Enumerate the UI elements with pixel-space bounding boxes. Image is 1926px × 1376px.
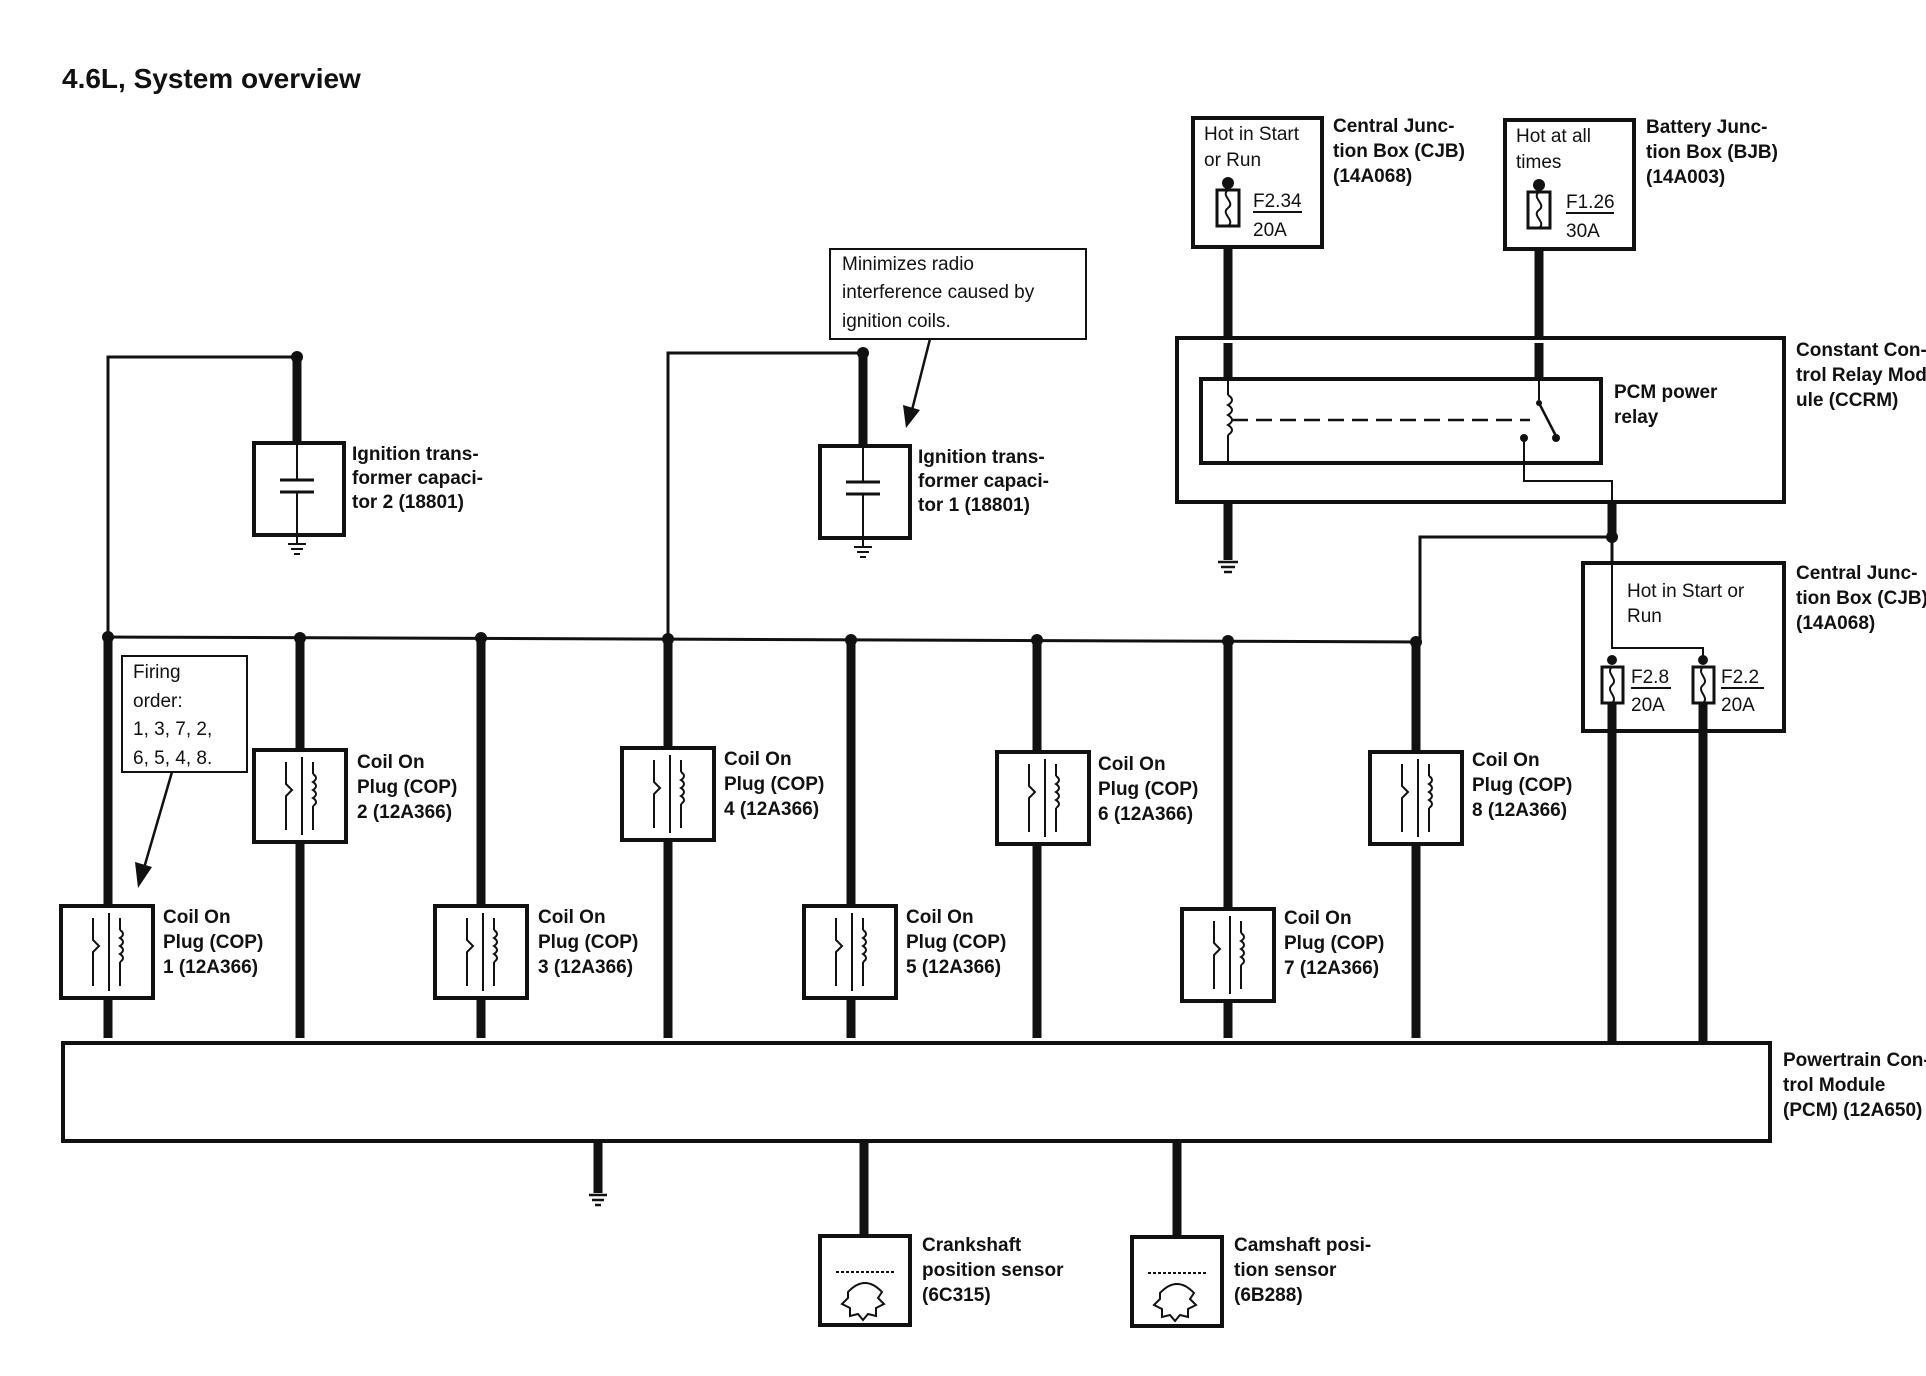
cjb-right-condition: Hot in Start or Run (1627, 581, 1750, 627)
coil-on-plug-4: Coil On Plug (COP) 4 (12A366) (620, 746, 830, 842)
gear-icon (840, 1282, 886, 1322)
coil-1-label: Coil On Plug (COP) 1 (12A366) (163, 907, 269, 978)
fuse-f1-26: F1.26 30A (1566, 192, 1620, 242)
ignition-capacitor-2: Ignition trans- former capaci- tor 2 (18… (106, 351, 488, 637)
capacitor-1-label: Ignition trans- former capaci- tor 1 (18… (918, 447, 1054, 516)
fuse-f2-2: F2.2 20A (1721, 667, 1764, 716)
bjb-label: Battery Junc- tion Box (BJB) (14A003) (1646, 117, 1783, 188)
pcm-power-relay-label: PCM power relay (1614, 382, 1723, 428)
coil-on-plug-5: Coil On Plug (COP) 5 (12A366) (802, 904, 1012, 1000)
coil-on-plug-8: Coil On Plug (COP) 8 (12A366) (1368, 750, 1578, 846)
coil-4-label: Coil On Plug (COP) 4 (12A366) (724, 749, 830, 820)
powertrain-control-module: Powertrain Con- trol Module (PCM) (12A65… (61, 1041, 1926, 1143)
pcm-label: Powertrain Con- trol Module (PCM) (12A65… (1783, 1050, 1926, 1121)
central-junction-box-right: Hot in Start or Run F2.8 20A F2.2 20A Ce… (1418, 502, 1926, 1043)
firing-order-note: Firing order: 1, 3, 7, 2, 6, 5, 4, 8. (121, 655, 248, 888)
fuse-f2-8: F2.8 20A (1631, 667, 1674, 716)
svg-text:Firing order: 1, 3: Firing order: 1, 3, 7, 2, 6, 5, 4, 8. (133, 662, 218, 769)
coil-8-label: Coil On Plug (COP) 8 (12A366) (1472, 750, 1578, 821)
bjb-condition: Hot at all times (1516, 126, 1596, 173)
coil-on-plug-7: Coil On Plug (COP) 7 (12A366) (1180, 907, 1390, 1003)
ignition-capacitor-1: Ignition trans- former capaci- tor 1 (18… (666, 347, 1054, 639)
bus-junctions (102, 631, 1422, 648)
coil-on-plug-2: Coil On Plug (COP) 2 (12A366) (252, 748, 463, 844)
radio-interference-note: Minimizes radio interference caused by i… (829, 248, 1087, 428)
diagram-title: 4.6L, System overview (62, 63, 361, 94)
coil-5-label: Coil On Plug (COP) 5 (12A366) (906, 907, 1012, 978)
cjb-top-condition: Hot in Start or Run (1204, 124, 1304, 171)
coil-on-plug-3: Coil On Plug (COP) 3 (12A366) (433, 904, 644, 1000)
cjb-top-label: Central Junc- tion Box (CJB) (14A068) (1333, 116, 1470, 187)
coil-7-label: Coil On Plug (COP) 7 (12A366) (1284, 908, 1390, 979)
battery-junction-box: Hot at all times F1.26 30A Battery Junc-… (1503, 117, 1783, 343)
svg-text:Minimizes radio interfer: Minimizes radio interference caused by i… (842, 254, 1040, 332)
coil-on-plug-1: Coil On Plug (COP) 1 (12A366) (59, 904, 269, 1000)
constant-control-relay-module: PCM power relay Constant Con- trol Relay… (1175, 336, 1926, 504)
fuse-f2-34: F2.34 20A (1253, 191, 1307, 241)
coil-feed-bus (107, 635, 1421, 644)
coil-6-label: Coil On Plug (COP) 6 (12A366) (1098, 754, 1204, 825)
crankshaft-position-sensor: Crankshaft position sensor (6C315) (818, 1141, 1069, 1327)
ground-icon (854, 538, 872, 558)
gear-icon (1152, 1283, 1198, 1323)
coil-3-label: Coil On Plug (COP) 3 (12A366) (538, 907, 644, 978)
ground-icon (1218, 502, 1238, 574)
ground-icon (589, 1141, 607, 1207)
capacitor-2-label: Ignition trans- former capaci- tor 2 (18… (352, 444, 488, 513)
ccrm-label: Constant Con- trol Relay Mod- ule (CCRM) (1796, 340, 1926, 411)
camshaft-sensor-label: Camshaft posi- tion sensor (6B288) (1234, 1235, 1377, 1306)
crankshaft-sensor-label: Crankshaft position sensor (6C315) (922, 1235, 1069, 1306)
coil-on-plug-6: Coil On Plug (COP) 6 (12A366) (995, 750, 1204, 846)
cjb-right-label: Central Junc- tion Box (CJB) (14A068) (1796, 563, 1926, 634)
ground-icon (288, 535, 306, 555)
coil-2-label: Coil On Plug (COP) 2 (12A366) (357, 752, 463, 823)
camshaft-position-sensor: Camshaft posi- tion sensor (6B288) (1130, 1141, 1377, 1328)
central-junction-box-top: Hot in Start or Run F2.34 20A Central Ju… (1191, 116, 1470, 343)
